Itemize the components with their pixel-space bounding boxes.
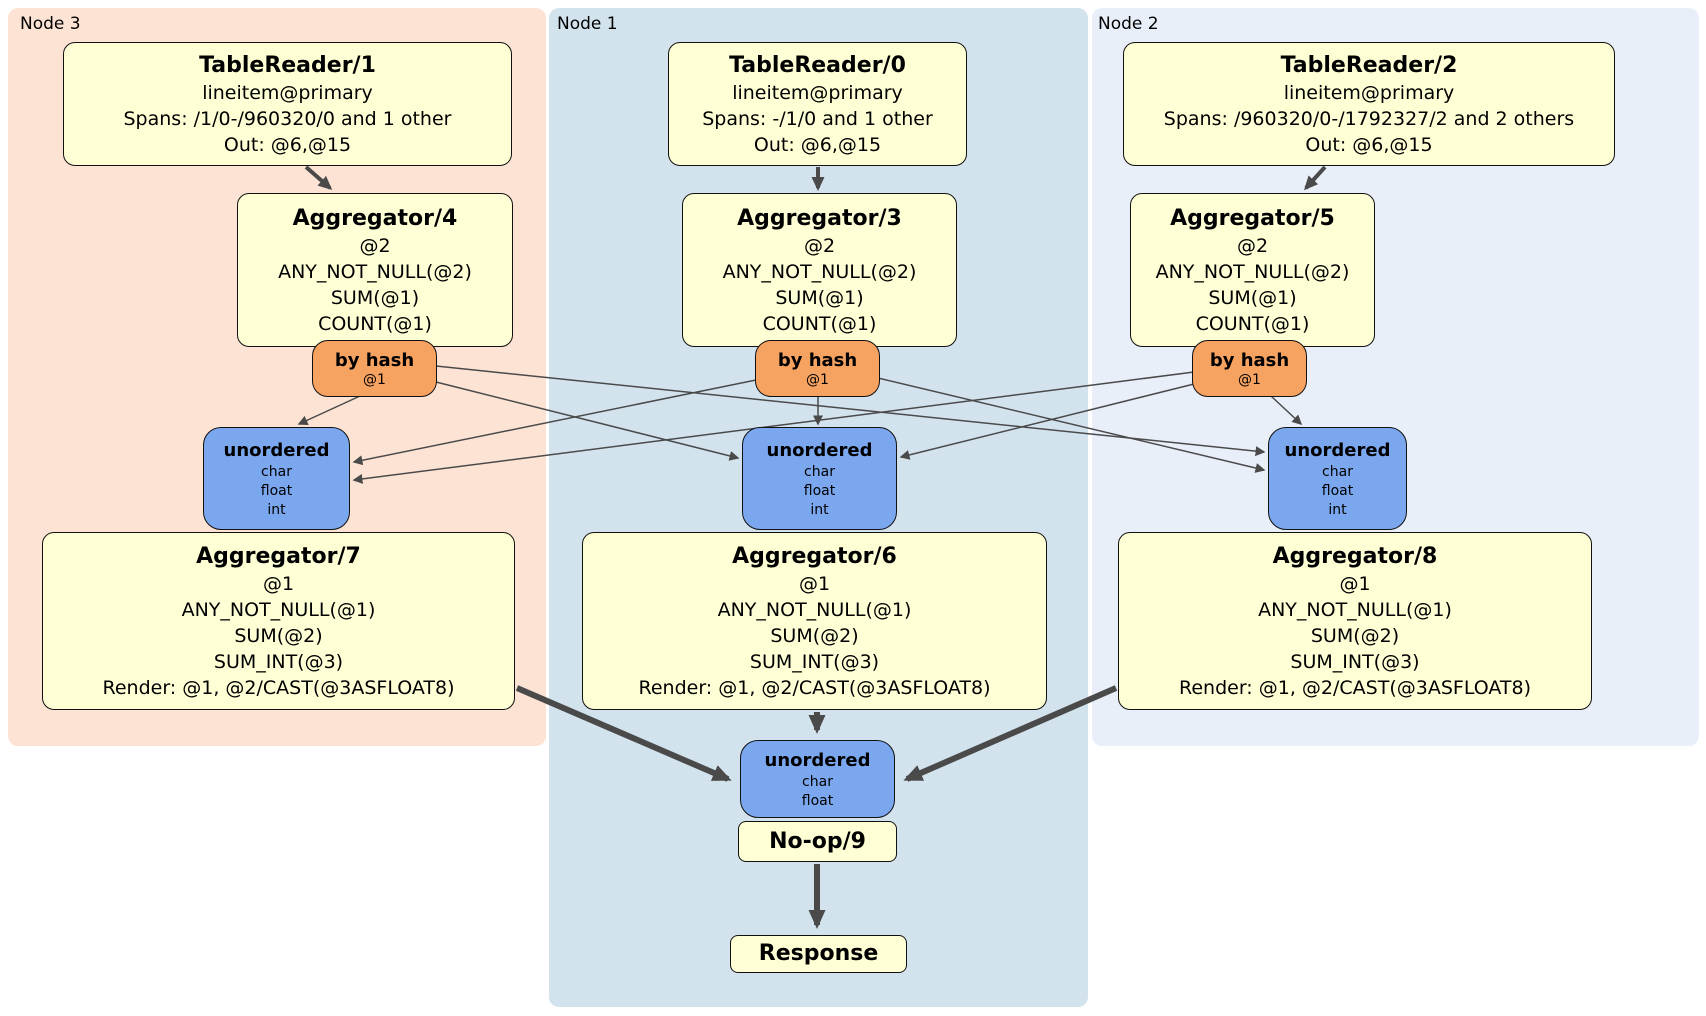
box-line: int bbox=[267, 501, 286, 518]
aggregator-5-box: Aggregator/5 @2 ANY_NOT_NULL(@2) SUM(@1)… bbox=[1130, 193, 1375, 347]
box-line: Render: @1, @2/CAST(@3ASFLOAT8) bbox=[102, 676, 455, 699]
node1-label: Node 1 bbox=[557, 14, 618, 34]
unordered-sync-node3: unordered char float int bbox=[203, 427, 350, 530]
box-line: ANY_NOT_NULL(@1) bbox=[181, 598, 376, 621]
box-line: lineitem@primary bbox=[732, 81, 903, 104]
unordered-sync-final: unordered char float bbox=[740, 740, 895, 818]
box-line: Spans: /960320/0-/1792327/2 and 2 others bbox=[1163, 107, 1575, 130]
box-line: SUM(@1) bbox=[330, 286, 420, 309]
noop-9-title: No-op/9 bbox=[769, 828, 866, 854]
box-line: COUNT(@1) bbox=[318, 312, 432, 335]
box-line: SUM(@2) bbox=[770, 624, 859, 647]
tablereader-0-title: TableReader/0 bbox=[729, 52, 906, 78]
box-line: @1 bbox=[806, 371, 829, 388]
tablereader-2-title: TableReader/2 bbox=[1280, 52, 1458, 78]
box-line: SUM(@2) bbox=[234, 624, 323, 647]
box-line: @1 bbox=[363, 371, 386, 388]
box-line: @1 bbox=[1238, 371, 1261, 388]
hash-router-node2: by hash @1 bbox=[1192, 340, 1307, 397]
aggregator-4-title: Aggregator/4 bbox=[292, 205, 458, 231]
box-line: @2 bbox=[803, 234, 836, 257]
node3-label: Node 3 bbox=[20, 14, 81, 34]
tablereader-2-box: TableReader/2 lineitem@primary Spans: /9… bbox=[1123, 42, 1615, 166]
box-line: Out: @6,@15 bbox=[1305, 133, 1433, 156]
tablereader-1-box: TableReader/1 lineitem@primary Spans: /1… bbox=[63, 42, 512, 166]
box-line: ANY_NOT_NULL(@2) bbox=[722, 260, 917, 283]
aggregator-7-title: Aggregator/7 bbox=[196, 543, 361, 569]
box-line: char bbox=[804, 463, 835, 480]
box-line: ANY_NOT_NULL(@2) bbox=[1155, 260, 1350, 283]
box-line: SUM(@1) bbox=[775, 286, 864, 309]
box-line: float bbox=[803, 482, 836, 499]
tablereader-1-title: TableReader/1 bbox=[199, 52, 376, 78]
box-line: @1 bbox=[798, 572, 831, 595]
aggregator-7-box: Aggregator/7 @1 ANY_NOT_NULL(@1) SUM(@2)… bbox=[42, 532, 515, 710]
box-line: SUM(@1) bbox=[1208, 286, 1297, 309]
box-line: int bbox=[1328, 501, 1347, 518]
node2-label: Node 2 bbox=[1098, 14, 1159, 34]
aggregator-5-title: Aggregator/5 bbox=[1170, 205, 1335, 231]
box-line: ANY_NOT_NULL(@1) bbox=[717, 598, 912, 621]
box-line: char bbox=[802, 773, 833, 790]
response-title: Response bbox=[758, 941, 879, 966]
box-line: ANY_NOT_NULL(@1) bbox=[1258, 598, 1452, 621]
unordered-sync-title: unordered bbox=[764, 749, 871, 771]
unordered-sync-title: unordered bbox=[766, 439, 873, 461]
box-line: Render: @1, @2/CAST(@3ASFLOAT8) bbox=[638, 676, 991, 699]
tablereader-0-box: TableReader/0 lineitem@primary Spans: -/… bbox=[668, 42, 967, 166]
box-line: Out: @6,@15 bbox=[753, 133, 882, 156]
response-box: Response bbox=[730, 935, 907, 973]
box-line: float bbox=[1321, 482, 1354, 499]
box-line: @1 bbox=[262, 572, 295, 595]
hash-router-node1: by hash @1 bbox=[755, 340, 880, 397]
box-line: COUNT(@1) bbox=[1195, 312, 1310, 335]
unordered-sync-title: unordered bbox=[1284, 439, 1391, 461]
aggregator-3-box: Aggregator/3 @2 ANY_NOT_NULL(@2) SUM(@1)… bbox=[682, 193, 957, 347]
unordered-sync-node1: unordered char float int bbox=[742, 427, 897, 530]
unordered-sync-node2: unordered char float int bbox=[1268, 427, 1407, 530]
noop-9-box: No-op/9 bbox=[738, 821, 897, 862]
box-line: int bbox=[810, 501, 829, 518]
hash-router-title: by hash bbox=[1209, 349, 1290, 371]
box-line: ANY_NOT_NULL(@2) bbox=[278, 260, 472, 283]
box-line: SUM_INT(@3) bbox=[213, 650, 344, 673]
aggregator-8-box: Aggregator/8 @1 ANY_NOT_NULL(@1) SUM(@2)… bbox=[1118, 532, 1592, 710]
box-line: float bbox=[801, 792, 834, 809]
hash-router-title: by hash bbox=[334, 349, 415, 371]
box-line: lineitem@primary bbox=[1283, 81, 1455, 104]
box-line: Out: @6,@15 bbox=[223, 133, 352, 156]
unordered-sync-title: unordered bbox=[223, 439, 330, 461]
box-line: SUM_INT(@3) bbox=[749, 650, 880, 673]
box-line: @1 bbox=[1339, 572, 1371, 595]
box-line: SUM(@2) bbox=[1310, 624, 1400, 647]
box-line: SUM_INT(@3) bbox=[1290, 650, 1420, 673]
aggregator-4-box: Aggregator/4 @2 ANY_NOT_NULL(@2) SUM(@1)… bbox=[237, 193, 513, 347]
box-line: char bbox=[1322, 463, 1353, 480]
box-line: lineitem@primary bbox=[202, 81, 373, 104]
box-line: COUNT(@1) bbox=[762, 312, 877, 335]
box-line: float bbox=[260, 482, 293, 499]
aggregator-8-title: Aggregator/8 bbox=[1272, 543, 1438, 569]
box-line: @2 bbox=[359, 234, 391, 257]
hash-router-title: by hash bbox=[777, 349, 858, 371]
box-line: @2 bbox=[1236, 234, 1269, 257]
aggregator-6-box: Aggregator/6 @1 ANY_NOT_NULL(@1) SUM(@2)… bbox=[582, 532, 1047, 710]
aggregator-3-title: Aggregator/3 bbox=[737, 205, 902, 231]
box-line: char bbox=[261, 463, 292, 480]
box-line: Spans: -/1/0 and 1 other bbox=[702, 107, 933, 130]
box-line: Render: @1, @2/CAST(@3ASFLOAT8) bbox=[1179, 676, 1531, 699]
aggregator-6-title: Aggregator/6 bbox=[732, 543, 897, 569]
hash-router-node3: by hash @1 bbox=[312, 340, 437, 397]
box-line: Spans: /1/0-/960320/0 and 1 other bbox=[123, 107, 452, 130]
